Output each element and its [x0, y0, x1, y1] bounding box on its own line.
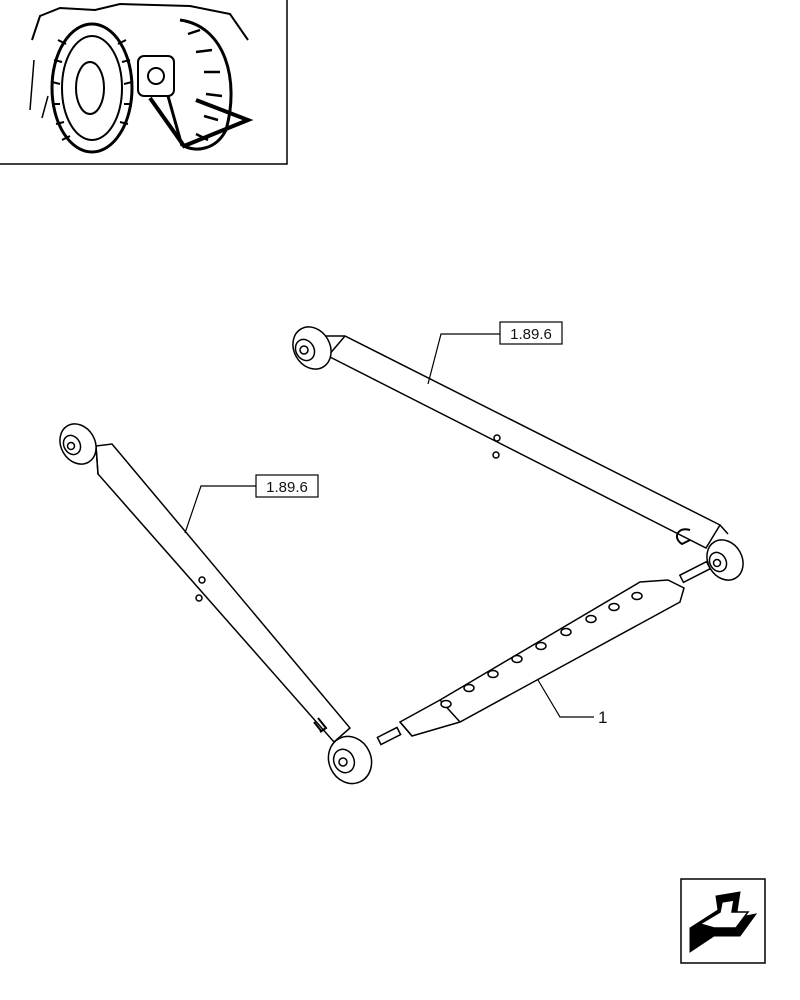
reference-upper-arm[interactable]: 1.89.6 — [427, 321, 563, 385]
drawbar — [376, 560, 712, 746]
callout-part-1: 1 — [537, 679, 607, 727]
reference-left-arm-label: 1.89.6 — [266, 479, 308, 496]
back-arrow-icon[interactable] — [680, 878, 766, 964]
right-lower-link-arm — [292, 326, 744, 581]
left-lower-link-arm — [59, 423, 373, 785]
tractor-rear-thumbnail-icon — [0, 0, 288, 165]
callout-part-1-label: 1 — [598, 708, 607, 727]
reference-left-arm[interactable]: 1.89.6 — [184, 474, 319, 534]
reference-upper-arm-label: 1.89.6 — [510, 326, 552, 343]
